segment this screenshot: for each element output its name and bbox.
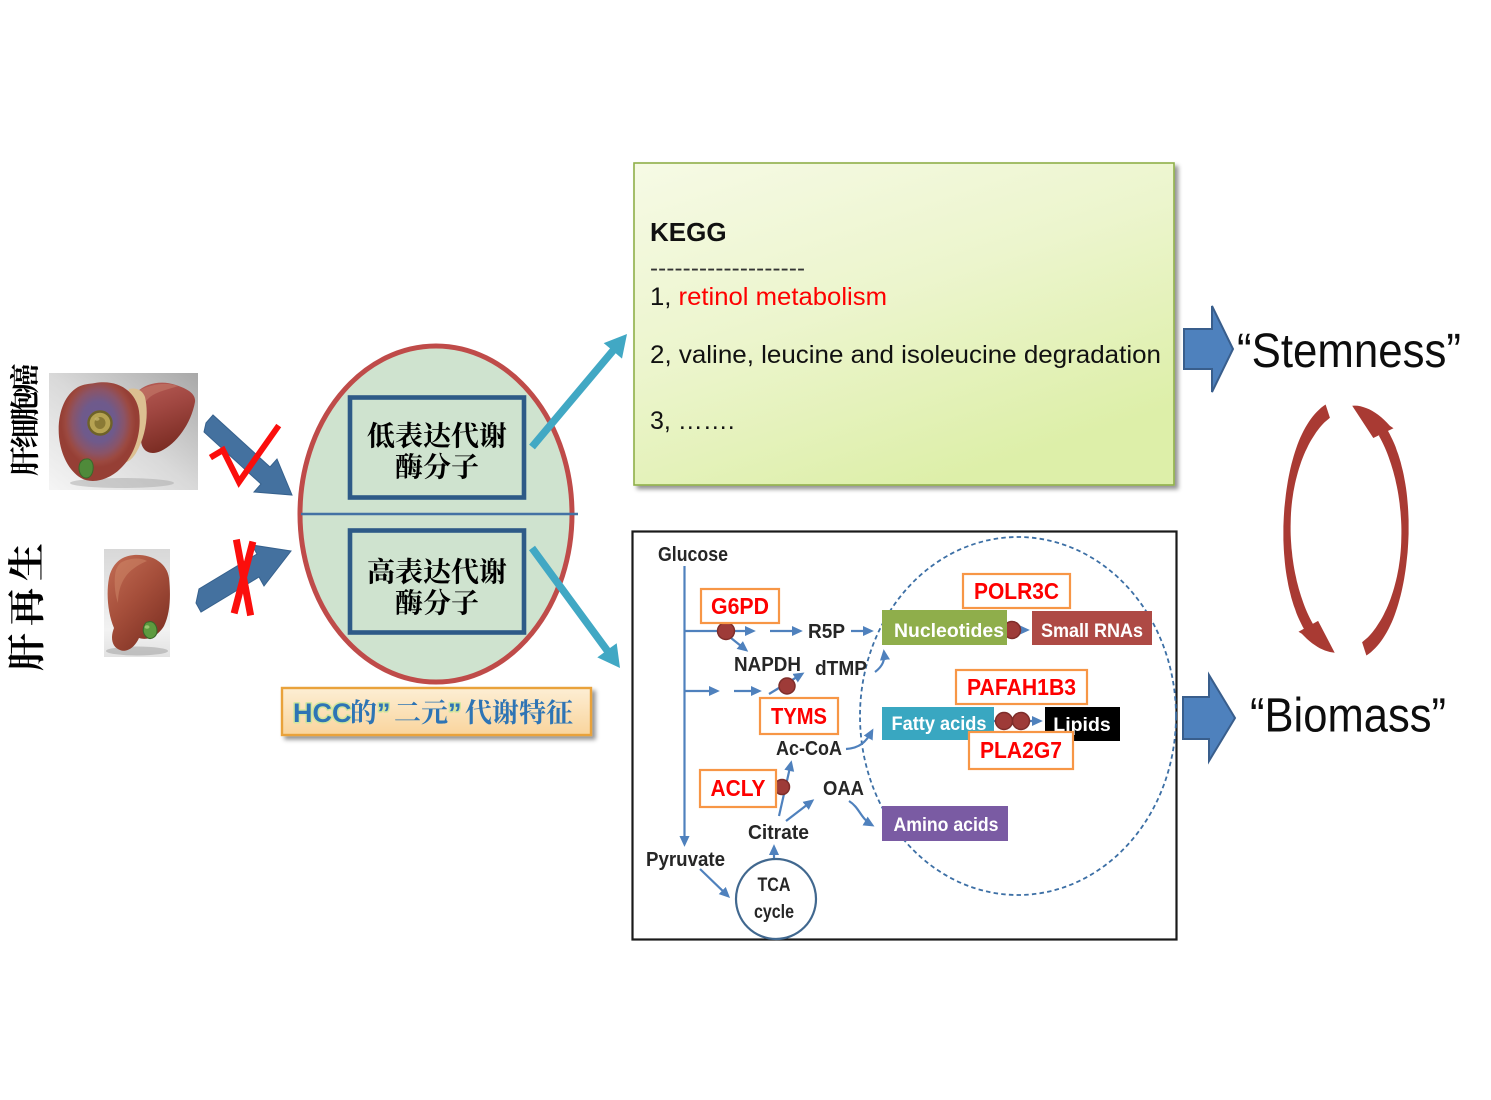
svg-text:-------------------: ------------------- (650, 255, 805, 282)
svg-text:R5P: R5P (808, 621, 845, 643)
svg-text:cycle: cycle (754, 902, 794, 923)
svg-text:HCC: HCC (293, 698, 352, 728)
svg-text:PAFAH1B3: PAFAH1B3 (967, 674, 1076, 700)
svg-text:PLA2G7: PLA2G7 (980, 737, 1062, 763)
svg-text:Fatty acids: Fatty acids (892, 713, 987, 735)
svg-text:Ac-CoA: Ac-CoA (776, 738, 842, 760)
svg-text:dTMP: dTMP (815, 658, 867, 680)
svg-text:Citrate: Citrate (748, 822, 809, 844)
svg-text:3, …….: 3, ……. (650, 407, 735, 435)
svg-text:G6PD: G6PD (711, 593, 769, 619)
svg-text:TYMS: TYMS (771, 703, 827, 729)
svg-text:“Stemness”: “Stemness” (1237, 325, 1461, 378)
svg-text:“Biomass”: “Biomass” (1250, 690, 1446, 743)
svg-text:POLR3C: POLR3C (974, 578, 1059, 604)
svg-text:”: ” (377, 698, 391, 728)
svg-text:”: ” (448, 698, 462, 728)
svg-text:Lipids: Lipids (1053, 714, 1111, 736)
svg-text:TCA: TCA (758, 875, 791, 896)
svg-text:OAA: OAA (823, 778, 864, 800)
svg-text:2, valine, leucine and isoleuc: 2, valine, leucine and isoleucine degrad… (650, 341, 1161, 369)
svg-text:Pyruvate: Pyruvate (646, 849, 725, 871)
svg-text:Nucleotides: Nucleotides (894, 620, 1004, 642)
svg-text:NAPDH: NAPDH (734, 654, 801, 676)
svg-text:1, retinol metabolism: 1, retinol metabolism (650, 283, 887, 311)
svg-text:Amino acids: Amino acids (894, 814, 999, 836)
svg-text:ACLY: ACLY (711, 775, 766, 801)
svg-text:Small RNAs: Small RNAs (1041, 620, 1143, 642)
svg-text:KEGG: KEGG (650, 217, 727, 247)
svg-text:Glucose: Glucose (658, 544, 728, 566)
